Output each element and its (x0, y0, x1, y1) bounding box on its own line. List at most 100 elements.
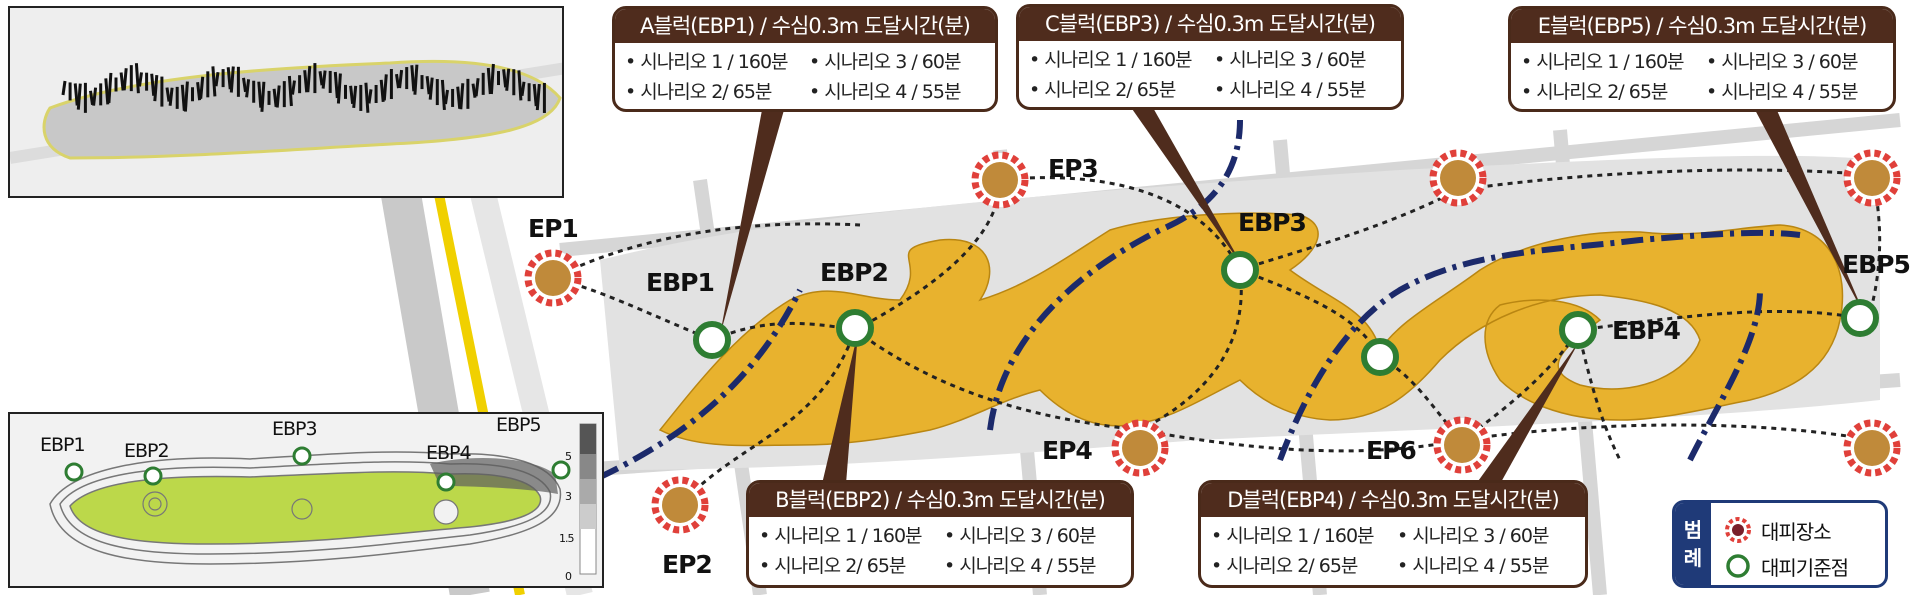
ebp-markers (693, 251, 1879, 376)
scenario-text: • 시나리오 4 / 55분 (1214, 79, 1366, 101)
scenario-text: • 시나리오 2/ 65분 (625, 81, 772, 103)
legend-row-site: 대피장소 (1725, 515, 1832, 545)
legend-label-site: 대피장소 (1761, 519, 1832, 544)
agent-mark (199, 76, 205, 99)
inset-ebp-marker (551, 460, 571, 480)
scale-label: 5 (565, 450, 572, 463)
scenario-text: • 시나리오 3 / 60분 (809, 51, 961, 73)
ebp-marker (1841, 299, 1879, 337)
contour-canvas (49, 423, 597, 575)
agent-mark (211, 66, 217, 97)
callout-title: B블럭(EBP2) / 수심0.3m 도달시간(분) (749, 483, 1131, 517)
agent-mark (382, 74, 388, 101)
agent-mark (349, 85, 355, 104)
ep-marker (524, 249, 582, 307)
agent-mark (520, 81, 526, 97)
evacuee-agents (61, 63, 546, 113)
scenario-text: • 시나리오 1 / 160분 (1521, 51, 1685, 73)
scenario-text: • 시나리오 4 / 55분 (1706, 81, 1858, 103)
inset-label-ebp2: EBP2 (124, 440, 170, 462)
ep-marker (651, 476, 709, 534)
scale-label: 0 (565, 570, 572, 583)
inset-label-ebp3: EBP3 (272, 418, 318, 440)
agent-mark (153, 75, 159, 102)
inset-depth-contour: EBP1 EBP2 EBP3 EBP4 EBP5 5 3 1.5 0 (8, 412, 604, 588)
inset-ebp-marker (292, 446, 312, 466)
scenario-text: • 시나리오 3 / 60분 (1706, 51, 1858, 73)
agent-mark (367, 89, 373, 104)
agent-mark (229, 66, 235, 93)
agent-mark (444, 89, 449, 105)
agent-mark (428, 77, 434, 100)
label-ep4: EP4 (1042, 436, 1093, 465)
ebp-marker (693, 321, 731, 359)
agent-mark (413, 64, 419, 95)
callout-title: E블럭(EBP5) / 수심0.3m 도달시간(분) (1511, 9, 1893, 43)
ep-marker (1843, 419, 1901, 477)
agent-mark (306, 66, 312, 93)
label-ep1: EP1 (528, 214, 579, 243)
label-ebp1: EBP1 (646, 268, 715, 297)
ebp-marker (1221, 251, 1259, 289)
agent-mark (489, 63, 495, 95)
agent-mark (107, 72, 113, 104)
agent-mark (138, 72, 143, 87)
scenario-text: • 시나리오 1 / 160분 (625, 51, 789, 73)
agent-mark (196, 82, 202, 101)
scenario-text: • 시나리오 4 / 55분 (809, 81, 961, 103)
legend: 범 례 대피장소 대피기준점 (1672, 500, 1888, 588)
agent-mark (257, 81, 263, 108)
agent-mark (226, 67, 232, 90)
inset-label-ebp5: EBP5 (496, 414, 542, 436)
agent-mark (291, 80, 296, 95)
agent-mark (245, 79, 251, 98)
agent-mark (364, 82, 370, 113)
flood-flow-lines (596, 119, 1801, 481)
agent-mark (456, 86, 462, 109)
agent-mark (168, 87, 174, 106)
scenario-text: • 시나리오 3 / 60분 (1397, 525, 1549, 547)
ebp-marker (1559, 311, 1597, 349)
agent-mark (440, 79, 446, 111)
legend-title-line: 범 (1683, 518, 1703, 542)
scenario-text: • 시나리오 2/ 65분 (1029, 79, 1176, 101)
scenario-text: • 시나리오 3 / 60분 (944, 525, 1096, 547)
inset-label-ebp1: EBP1 (40, 434, 86, 456)
agent-mark (336, 73, 342, 104)
ep-marker (1433, 416, 1491, 474)
agent-mark (92, 87, 98, 106)
agent-mark (410, 65, 416, 92)
ep-markers (524, 149, 1901, 534)
callout-title: A블럭(EBP1) / 수심0.3m 도달시간(분) (615, 9, 995, 43)
inset-simulation-view (8, 6, 564, 198)
scenario-text: • 시나리오 2/ 65분 (1521, 81, 1668, 103)
ep-marker (971, 151, 1029, 209)
scenario-text: • 시나리오 1 / 160분 (1029, 49, 1193, 71)
agent-mark (318, 71, 324, 86)
depth-scale (579, 423, 597, 575)
agent-mark (502, 69, 508, 88)
agent-mark (395, 73, 400, 89)
simulation-canvas (10, 8, 562, 196)
agent-mark (459, 83, 465, 110)
callout-pointers (720, 106, 1866, 484)
scenario-text: • 시나리오 1 / 160분 (1211, 525, 1375, 547)
scenario-text: • 시나리오 1 / 160분 (759, 525, 923, 547)
agent-mark (532, 83, 538, 107)
agent-mark (122, 68, 128, 91)
scale-label: 1.5 (559, 532, 574, 545)
agent-mark (486, 67, 492, 95)
callout-block-e: E블럭(EBP5) / 수심0.3m 도달시간(분) • 시나리오 1 / 16… (1508, 6, 1896, 112)
label-ep3: EP3 (1048, 154, 1099, 183)
scenario-text: • 시나리오 4 / 55분 (1397, 555, 1549, 577)
label-ep2: EP2 (662, 550, 713, 579)
agent-mark (165, 87, 171, 102)
agent-mark (379, 79, 385, 103)
legend-label-base: 대피기준점 (1761, 555, 1849, 580)
agent-mark (352, 85, 358, 109)
callout-title: D블럭(EBP4) / 수심0.3m 도달시간(분) (1201, 483, 1585, 517)
agent-mark (303, 70, 309, 93)
evacuation-site-icon (1725, 517, 1751, 543)
agent-mark (333, 71, 339, 99)
